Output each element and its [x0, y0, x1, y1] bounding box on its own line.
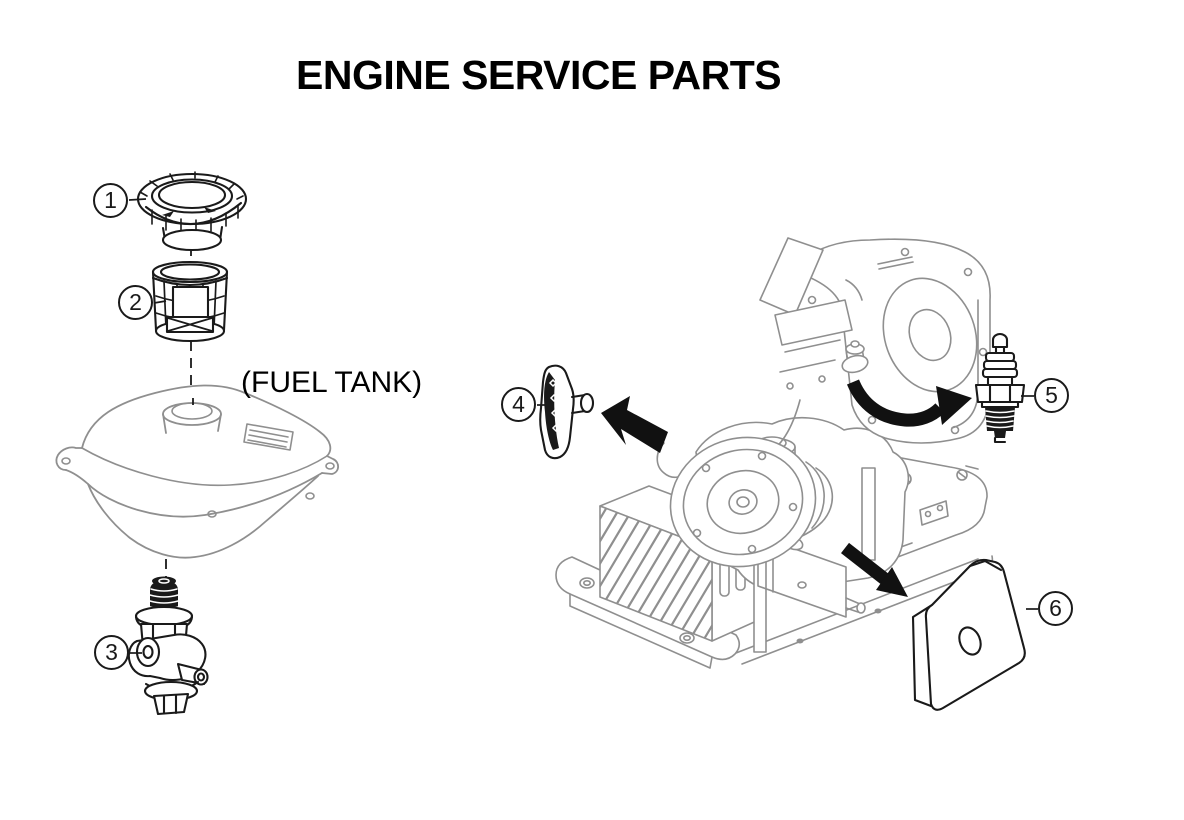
callout-4-number: 4 — [512, 391, 525, 417]
callout-6-number: 6 — [1049, 595, 1062, 621]
fuel-valve-drawing — [127, 576, 209, 716]
engine-recoil-starter — [656, 436, 817, 568]
air-filter-drawing — [911, 558, 1026, 711]
callout-3-number: 3 — [105, 639, 118, 665]
page-title: ENGINE SERVICE PARTS — [296, 52, 782, 98]
callout-leader-lines — [128, 198, 1038, 654]
callout-6: 6 — [1038, 591, 1073, 626]
arrow-to-starter-grip — [601, 396, 668, 453]
spark-plug-drawing — [974, 332, 1026, 444]
starter-grip-drawing — [539, 364, 595, 460]
callout-5-number: 5 — [1045, 382, 1058, 408]
callout-4: 4 — [501, 387, 536, 422]
fuel-cap-drawing — [136, 171, 248, 252]
callout-1: 1 — [93, 183, 128, 218]
arrow-to-air-filter — [841, 542, 908, 597]
engine-assembly-drawing — [555, 237, 994, 669]
fuel-tank-drawing — [55, 384, 340, 559]
callout-5: 5 — [1034, 378, 1069, 413]
callout-2-number: 2 — [129, 289, 142, 315]
callout-2: 2 — [118, 285, 153, 320]
fuel-tank-label: (FUEL TANK) — [241, 366, 423, 399]
callout-1-number: 1 — [104, 187, 117, 213]
arrow-to-spark-plug — [846, 379, 972, 427]
engine-cylinder-head — [764, 299, 869, 456]
direction-arrows — [601, 379, 972, 597]
fuel-strainer-drawing — [151, 260, 229, 343]
callout-3: 3 — [94, 635, 129, 670]
